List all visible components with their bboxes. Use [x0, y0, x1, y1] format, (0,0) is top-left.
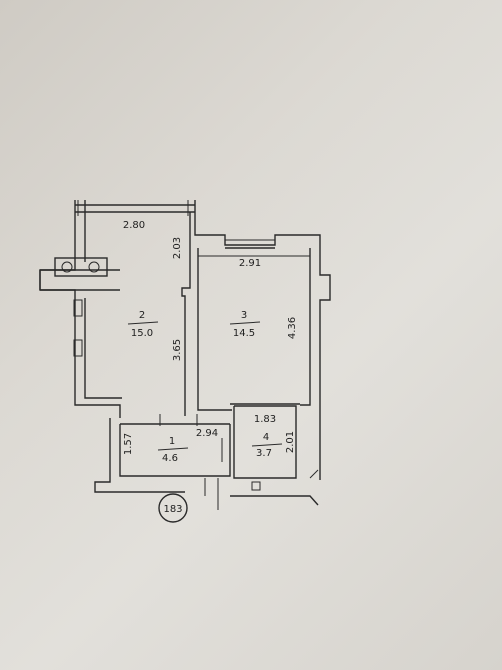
room-2-area: 15.0 [131, 328, 153, 339]
vent-blocks [54, 257, 108, 357]
dim-hall-width: 2.94 [196, 428, 218, 439]
apartment-number: 183 [163, 504, 182, 515]
room-1-number: 1 [169, 436, 175, 447]
apartment-number-circle [158, 493, 188, 523]
dim-bath-width: 1.83 [254, 414, 276, 425]
dim-room3-width: 2.91 [239, 258, 261, 269]
hall-walls [94, 414, 231, 510]
room-4-number: 4 [263, 432, 269, 443]
room-3-number: 3 [241, 310, 247, 321]
dim-room2-depth: 3.65 [172, 339, 183, 361]
dim-room3-depth: 4.36 [287, 317, 298, 339]
dim-hall-depth: 1.57 [123, 433, 134, 455]
dim-bath-depth: 2.01 [285, 431, 296, 453]
dim-room2-depth-top: 2.03 [172, 237, 183, 259]
bathroom-walls [230, 403, 319, 506]
room-4-area: 3.7 [256, 448, 272, 459]
room-2-walls [39, 200, 205, 418]
dim-room2-width: 2.80 [123, 220, 145, 231]
room-3-area: 14.5 [233, 328, 255, 339]
room-3-walls [197, 234, 331, 480]
room-1-area: 4.6 [162, 453, 178, 464]
room-2-number: 2 [139, 310, 145, 321]
